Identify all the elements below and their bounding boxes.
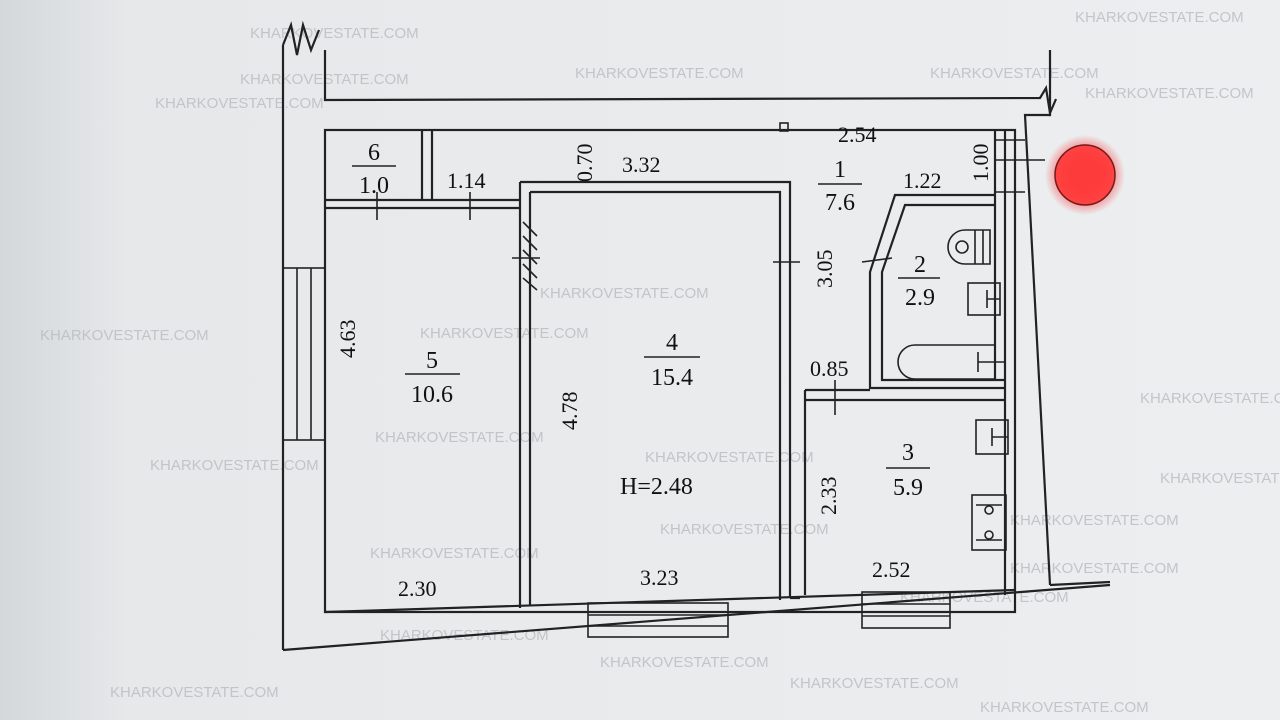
watermark: KHARKOVESTATE.COM (375, 429, 544, 446)
door-markers (376, 192, 893, 415)
dim-corridor-top: 2.54 (838, 122, 877, 147)
watermark: KHARKOVESTATE.COM (40, 327, 209, 344)
room-number: 6 (368, 140, 380, 166)
toilet-icon (947, 229, 991, 265)
dim-room5-width: 2.30 (398, 576, 437, 601)
stove-icon (971, 494, 1007, 551)
dim-corridor-narrow: 0.85 (810, 356, 849, 381)
room-2-label: 2 2.9 (898, 252, 940, 311)
room-5-label: 5 10.6 (405, 348, 460, 408)
room-number: 1 (834, 157, 846, 183)
room-labels: 1 7.6 2 2.9 3 5.9 4 15.4 5 10.6 6 1.0 (352, 140, 940, 501)
watermark: KHARKOVESTATE.COM (1085, 85, 1254, 102)
window-room4 (587, 602, 729, 638)
dim-corridor-height: 3.05 (812, 250, 837, 289)
watermark: KHARKOVESTATE.COM (1075, 9, 1244, 26)
dim-kitchen-height: 2.33 (816, 477, 841, 516)
window-left (282, 267, 326, 441)
room-number: 5 (426, 348, 438, 374)
watermark: KHARKOVESTATE.COM (1010, 560, 1179, 577)
room-number: 4 (666, 330, 678, 356)
dim-entrance: 1.00 (968, 144, 993, 183)
room-4-label: 4 15.4 (644, 330, 700, 391)
room-area: 7.6 (825, 190, 855, 216)
room-area: 10.6 (411, 382, 453, 408)
watermark: KHARKOVESTATE.COM (1010, 512, 1179, 529)
watermark: KHARKOVESTATE.COM (155, 95, 324, 112)
watermark: KHARKOVESTATE.COM (980, 699, 1149, 716)
dim-room4-top: 3.32 (622, 152, 661, 177)
dim-storage-width: 1.14 (447, 168, 486, 193)
room-area: 15.4 (651, 365, 693, 391)
apartment-walls (323, 122, 1045, 614)
window-kitchen (861, 591, 951, 629)
room-area: 1.0 (359, 173, 389, 199)
room-6-label: 6 1.0 (352, 140, 396, 199)
watermark: KHARKOVESTATE.COM (600, 654, 769, 671)
watermark: KHARKOVESTATE.COM (645, 449, 814, 466)
dim-room5-height: 4.63 (335, 320, 360, 359)
dim-kitchen-width: 2.52 (872, 557, 911, 582)
fixtures (897, 229, 1009, 551)
room-number: 3 (902, 440, 914, 466)
watermark: KHARKOVESTATE.COM (370, 545, 539, 562)
dim-room4-width: 3.23 (640, 565, 679, 590)
watermark: KHARKOVESTATE.COM (1140, 390, 1280, 407)
room-area: 2.9 (905, 285, 935, 311)
dim-room4-height: 4.78 (557, 392, 582, 431)
ceiling-height: H=2.48 (620, 474, 693, 500)
dimension-labels: 2.54 1.00 1.22 3.05 0.85 2.33 2.52 4.78 … (335, 122, 993, 601)
watermark: KHARKOVESTATE.COM (540, 285, 709, 302)
watermark: KHARKOVESTATE.COM (660, 521, 829, 538)
windows (282, 267, 951, 638)
watermark: KHARKOVESTATE.COM (1160, 470, 1280, 487)
dim-passage: 0.70 (572, 144, 597, 183)
dim-bath-top: 1.22 (903, 168, 942, 193)
watermark: KHARKOVESTATE.COM (930, 65, 1099, 82)
room-1-label: 1 7.6 (818, 157, 862, 216)
watermark: KHARKOVESTATE.COM (250, 25, 419, 42)
watermark: KHARKOVESTATE.COM (150, 457, 319, 474)
watermark: KHARKOVESTATE.COM (420, 325, 589, 342)
watermark: KHARKOVESTATE.COM (575, 65, 744, 82)
bathtub-icon (897, 344, 1005, 380)
watermark: KHARKOVESTATE.COM (790, 675, 959, 692)
watermark: KHARKOVESTATE.COM (110, 684, 279, 701)
room-number: 2 (914, 252, 926, 278)
location-marker (1045, 135, 1125, 215)
room-area: 5.9 (893, 475, 923, 501)
room-3-label: 3 5.9 (886, 440, 930, 501)
